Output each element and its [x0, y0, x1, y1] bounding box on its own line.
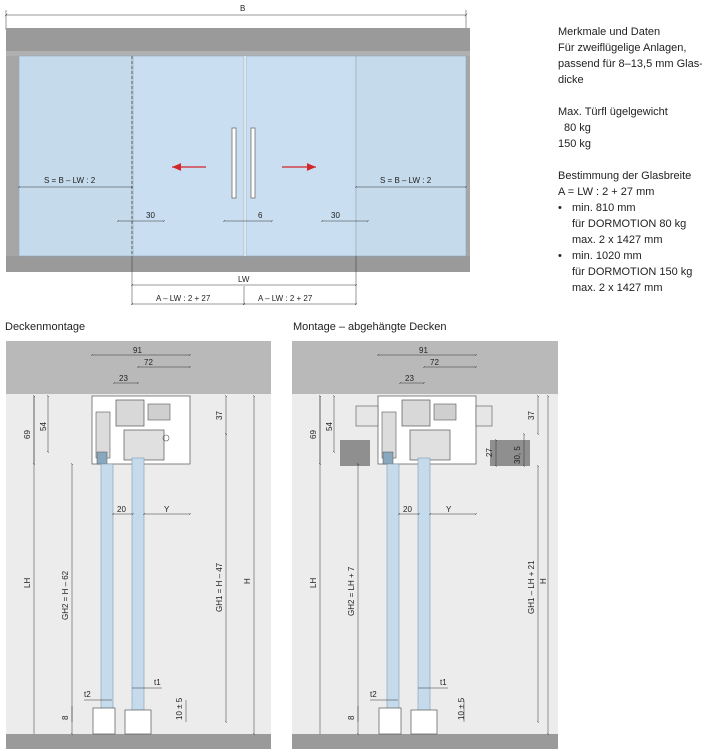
dim-gh1: GH1 – LH + 21 [527, 560, 536, 614]
dim-23: 23 [119, 374, 128, 383]
dim-8: 8 [61, 715, 70, 720]
top-track [6, 28, 470, 51]
dim-s-right: S = B – LW : 2 [380, 176, 432, 185]
item-1-model: für DORMOTION 80 kg [572, 218, 687, 230]
item-2-max: max. 2 x 1427 mm [572, 282, 663, 294]
dim-10: 10 ± 5 [175, 697, 184, 720]
left-wall [6, 56, 19, 256]
item-1-min: min. 810 mm [558, 200, 700, 216]
floor-guide-sliding [410, 709, 438, 735]
dim-y: Y [164, 505, 170, 514]
weight-heading: Max. Türfl ügelgewicht [558, 106, 668, 118]
section-ceiling-mount: 91 72 23 54 69 LH GH2 = H – 62 8 37 GH1 … [6, 341, 271, 749]
item-2-model: für DORMOTION 150 kg [572, 266, 693, 278]
dim-lw: LW [238, 275, 250, 284]
spec-desc-3: dicke [558, 74, 584, 86]
dim-gh1: GH1 = H – 47 [215, 562, 224, 612]
dim-20: 20 [403, 505, 412, 514]
floor-guide-fixed [92, 707, 116, 735]
dim-8: 8 [347, 715, 356, 720]
handle-right [250, 127, 256, 199]
suspended-ceiling-left [340, 440, 370, 466]
caption-ceiling-mount: Deckenmontage [5, 321, 86, 333]
weight-150: 150 kg [558, 138, 592, 150]
dim-72: 72 [430, 358, 439, 367]
floor [6, 734, 271, 749]
sliding-pane-left [132, 55, 245, 257]
dim-gh2: GH2 = H – 62 [61, 570, 70, 620]
sliding-glass [417, 457, 431, 715]
dim-72: 72 [144, 358, 153, 367]
dim-b: B [240, 4, 245, 13]
dim-h: H [243, 578, 252, 584]
item-1-max: max. 2 x 1427 mm [572, 234, 663, 246]
dim-27: 27 [485, 448, 494, 457]
dim-54: 54 [39, 422, 48, 431]
dim-69: 69 [23, 430, 32, 439]
dim-a-left: A – LW : 2 + 27 [156, 294, 211, 303]
right-wall [466, 56, 470, 256]
dim-h: H [539, 578, 548, 584]
dim-y: Y [446, 505, 452, 514]
spec-heading: Merkmale und Daten [558, 26, 661, 38]
dim-23: 23 [405, 374, 414, 383]
dim-91: 91 [133, 346, 142, 355]
sliding-glass [131, 457, 145, 715]
fixed-pane-right [355, 55, 467, 257]
item-2-min: min. 1020 mm [558, 248, 700, 264]
dim-91: 91 [419, 346, 428, 355]
weight-80: 80 kg [564, 122, 591, 134]
dim-t1: t1 [440, 678, 447, 687]
dim-10: 10 ± 5 [457, 697, 466, 720]
fixed-pane-left [18, 55, 133, 257]
dim-20: 20 [117, 505, 126, 514]
floor-guide-fixed [378, 707, 402, 735]
dim-lh: LH [23, 578, 32, 588]
dim-gh2: GH2 = LH + 7 [347, 566, 356, 616]
handle-left [231, 127, 237, 199]
floor [6, 256, 470, 272]
section-suspended-ceiling: 91 72 23 54 69 LH GH2 = LH + 7 8 27 30, … [292, 341, 558, 749]
fixed-glass [100, 463, 114, 710]
dim-69: 69 [309, 430, 318, 439]
dim-6: 6 [258, 211, 263, 220]
dim-s-left: S = B – LW : 2 [44, 176, 96, 185]
dim-t2: t2 [370, 690, 377, 699]
glass-formula: A = LW : 2 + 27 mm [558, 186, 655, 198]
sliding-pane-right [245, 55, 357, 257]
dim-lh: LH [309, 578, 318, 588]
spec-desc-1: Für zweiflügelige Anlagen, [558, 42, 687, 54]
dim-t2: t2 [84, 690, 91, 699]
spec-panel: Merkmale und Daten Für zweiflügelige Anl… [558, 24, 702, 296]
glass-heading: Bestimmung der Glasbreite [558, 170, 692, 182]
spec-desc-2: passend für 8–13,5 mm Glas- [558, 58, 702, 70]
dim-t1: t1 [154, 678, 161, 687]
dim-30-5: 30, 5 [513, 446, 522, 464]
dim-a-right: A – LW : 2 + 27 [258, 294, 313, 303]
dim-30-left: 30 [146, 211, 155, 220]
dim-30-right: 30 [331, 211, 340, 220]
dim-37: 37 [215, 411, 224, 420]
dim-54: 54 [325, 422, 334, 431]
floor-guide-sliding [124, 709, 152, 735]
front-view: B S = B – LW : 2 S = B – LW : 2 30 6 30 [4, 4, 470, 306]
caption-suspended-ceiling: Montage – abgehängte Decken [293, 321, 447, 333]
fixed-glass [386, 463, 400, 710]
dim-37: 37 [527, 411, 536, 420]
floor [292, 734, 558, 749]
